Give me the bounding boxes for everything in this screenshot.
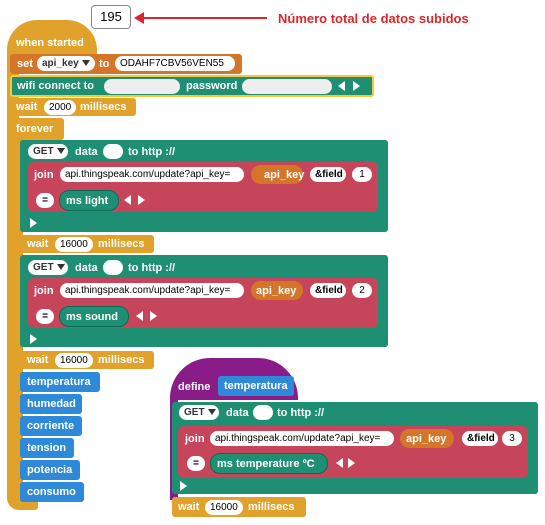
wifi-ssid-input[interactable] xyxy=(104,79,180,94)
define-procedure-name[interactable] xyxy=(218,376,294,396)
wait-value-input-1[interactable]: 16000 xyxy=(55,237,93,252)
equals-label-1: = xyxy=(36,193,54,208)
url-input-2[interactable]: api.thingspeak.com/update?api_key= xyxy=(60,283,244,298)
api-key-reporter-3[interactable] xyxy=(400,429,454,448)
api-key-reporter-label-3: api_key xyxy=(406,433,447,445)
forever-block[interactable] xyxy=(10,118,64,140)
data-input-2[interactable] xyxy=(103,260,123,275)
collapse-arrow-icon-2[interactable] xyxy=(136,311,143,321)
define-label: define xyxy=(178,381,211,393)
when-started-hat-block[interactable] xyxy=(7,20,97,56)
data-label-3: data xyxy=(226,407,249,419)
field-number-input-2[interactable]: 2 xyxy=(352,283,372,298)
procedure-label-tension: tension xyxy=(27,442,67,454)
field-input-3[interactable]: &field xyxy=(462,431,498,446)
ms-light-label: ms light xyxy=(66,195,109,207)
wait-label-2: wait xyxy=(27,354,49,366)
procedure-call-consumo[interactable] xyxy=(20,482,84,502)
wait-unit-label-3: millisecs xyxy=(248,501,295,513)
url-input-1[interactable]: api.thingspeak.com/update?api_key= xyxy=(60,167,244,182)
api-key-value-input[interactable]: ODAHF7CBV56VEN55 xyxy=(115,56,235,71)
procedure-label-temperatura: temperatura xyxy=(27,376,91,388)
join-label-3: join xyxy=(185,433,205,445)
field-input-1[interactable]: &field xyxy=(310,167,346,182)
procedure-call-humedad[interactable] xyxy=(20,394,82,414)
set-label: set xyxy=(17,58,33,70)
wait-label: wait xyxy=(16,101,38,113)
procedure-label-corriente: corriente xyxy=(27,420,75,432)
procedure-call-tension[interactable] xyxy=(20,438,74,458)
wait-unit-label: millisecs xyxy=(80,101,127,113)
equals-label-2: = xyxy=(36,309,54,324)
ms-temperature-label: ms temperature ºC xyxy=(217,458,315,470)
api-key-reporter-2[interactable] xyxy=(251,281,303,300)
collapse-arrow-icon-1[interactable] xyxy=(124,195,131,205)
data-input-1[interactable] xyxy=(103,144,123,159)
forever-label: forever xyxy=(16,123,54,135)
procedure-label-humedad: humedad xyxy=(27,398,76,410)
wait-unit-label-2: millisecs xyxy=(98,354,145,366)
data-input-3[interactable] xyxy=(253,405,273,420)
expand-arrow-icon-2[interactable] xyxy=(150,311,157,321)
wifi-password-input[interactable] xyxy=(242,79,332,94)
data-label-2: data xyxy=(75,262,98,274)
request-3-expand-icon[interactable] xyxy=(180,481,187,491)
api-key-reporter-label-1: api_key xyxy=(264,169,305,181)
wait-label-3: wait xyxy=(178,501,200,513)
http-method-dropdown-2[interactable]: GET xyxy=(28,260,68,275)
ms-light-variable[interactable] xyxy=(59,190,119,211)
http-method-dropdown-1[interactable]: GET xyxy=(28,144,68,159)
expand-arrow-icon-3[interactable] xyxy=(348,458,355,468)
url-input-3[interactable]: api.thingspeak.com/update?api_key= xyxy=(210,431,394,446)
wifi-password-label: password xyxy=(186,80,238,92)
define-procedure-name-label: temperatura xyxy=(224,380,288,392)
field-input-2[interactable]: &field xyxy=(310,283,346,298)
equals-label-3: = xyxy=(187,456,205,471)
field-number-input-1[interactable]: 1 xyxy=(352,167,372,182)
wait-value-input-3[interactable]: 16000 xyxy=(205,500,243,515)
wait-label-1: wait xyxy=(27,238,49,250)
collapse-arrow-icon-3[interactable] xyxy=(336,458,343,468)
data-label-1: data xyxy=(75,146,98,158)
wifi-connect-label: wifi connect to xyxy=(17,80,94,92)
wait-value-input-2[interactable]: 16000 xyxy=(55,353,93,368)
annotation-arrow xyxy=(134,12,267,24)
procedure-call-potencia[interactable] xyxy=(20,460,80,480)
ms-temperature-variable[interactable] xyxy=(210,453,328,474)
procedure-call-corriente[interactable] xyxy=(20,416,82,436)
procedure-label-potencia: potencia xyxy=(27,464,73,476)
api-key-reporter-label-2: api_key xyxy=(256,285,297,297)
http-label-1: to http :// xyxy=(128,146,176,158)
request-1-expand-icon[interactable] xyxy=(30,218,37,228)
join-label-1: join xyxy=(34,169,54,181)
procedure-label-consumo: consumo xyxy=(27,486,76,498)
http-label-2: to http :// xyxy=(128,262,176,274)
wait-value-input[interactable]: 2000 xyxy=(44,100,76,115)
expand-arrow-icon-1[interactable] xyxy=(138,195,145,205)
when-started-label: when started xyxy=(16,37,84,49)
field-number-input-3[interactable]: 3 xyxy=(502,431,522,446)
collapse-arrow-icon[interactable] xyxy=(338,81,345,91)
api-key-reporter-1[interactable] xyxy=(251,165,303,184)
forever-inner-spine xyxy=(15,138,23,506)
procedure-call-temperatura[interactable] xyxy=(20,372,100,392)
http-label-3: to http :// xyxy=(277,407,325,419)
request-2-expand-icon[interactable] xyxy=(30,334,37,344)
ms-sound-variable[interactable] xyxy=(59,306,129,327)
join-label-2: join xyxy=(34,285,54,297)
api-key-variable-dropdown[interactable]: api_key xyxy=(37,56,95,71)
set-to-label: to xyxy=(99,58,110,70)
upload-counter-bubble: 195 xyxy=(91,5,131,29)
http-method-dropdown-3[interactable]: GET xyxy=(179,405,219,420)
ms-sound-label: ms sound xyxy=(66,311,118,323)
wait-unit-label-1: millisecs xyxy=(98,238,145,250)
forever-footer xyxy=(10,500,38,510)
expand-arrow-icon[interactable] xyxy=(353,81,360,91)
annotation-text: Número total de datos subidos xyxy=(278,11,469,26)
